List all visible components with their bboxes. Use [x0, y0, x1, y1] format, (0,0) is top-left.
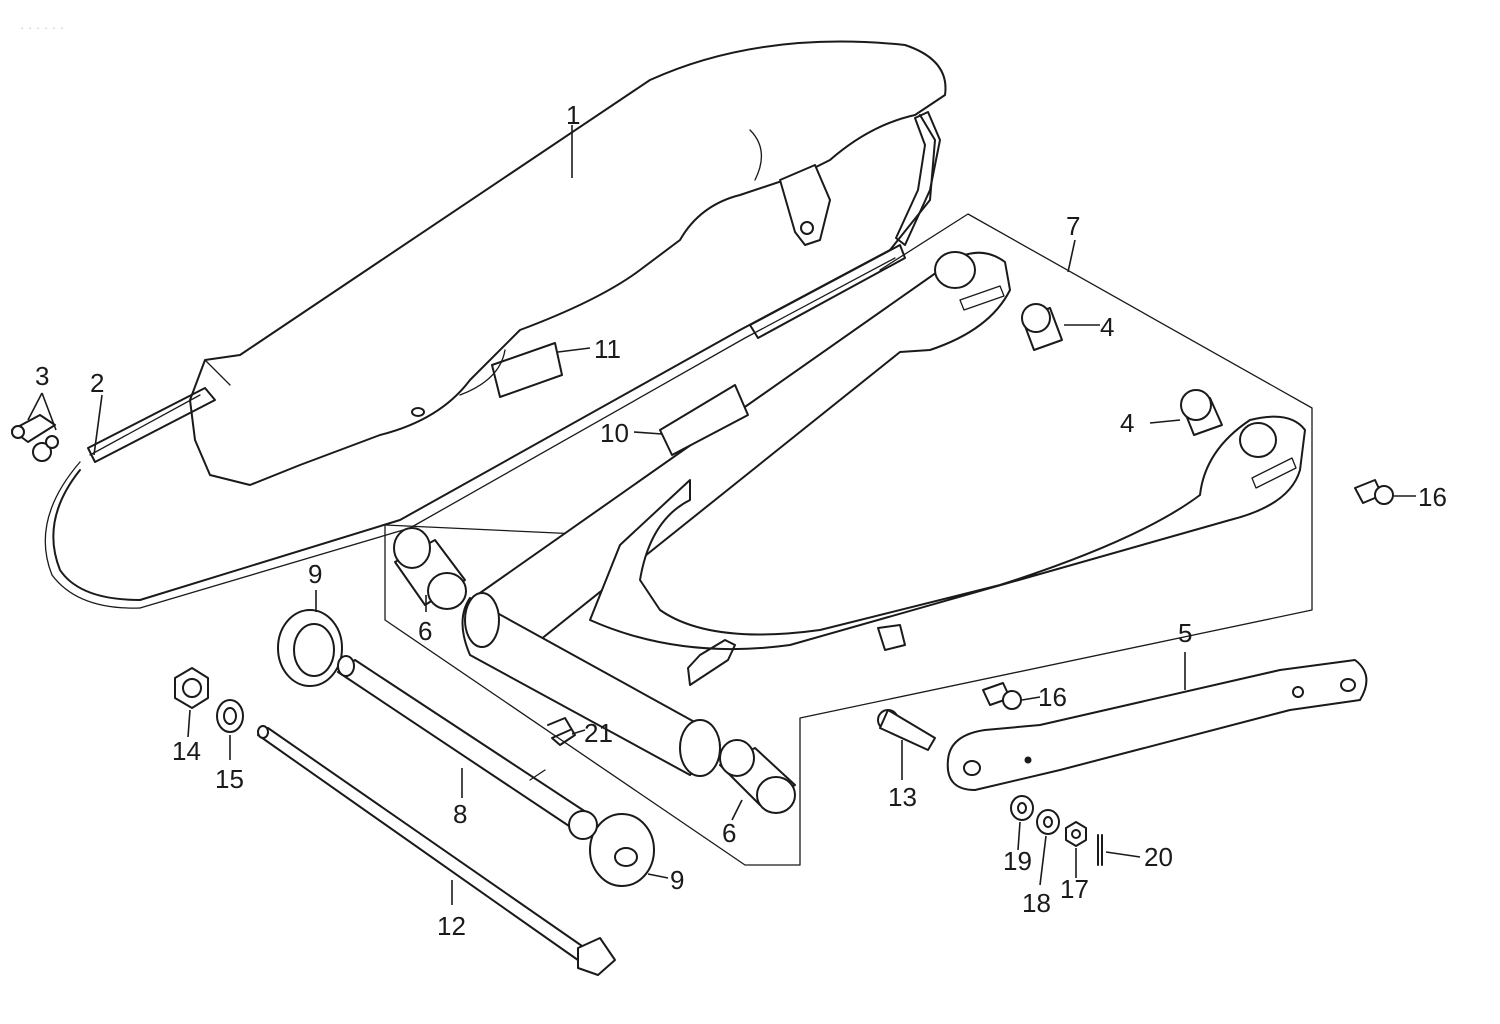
pivot-nut: [174, 667, 209, 709]
dust-seal-upper: [277, 609, 343, 687]
pivot-washer: [216, 699, 244, 733]
callout-15: 15: [215, 764, 244, 794]
callout-5: 5: [1178, 618, 1192, 648]
pivot-bushing-right: [719, 739, 796, 814]
callout-10: 10: [600, 418, 629, 448]
washer-18: [1036, 809, 1060, 835]
faint-header-text: · · · · · ·: [20, 20, 64, 35]
leader-lines: [27, 125, 1416, 905]
castle-nut-17: [1065, 821, 1087, 847]
callout-7: 7: [1066, 211, 1080, 241]
cotter-pin-20: [1097, 834, 1103, 866]
caution-sticker: [659, 384, 749, 456]
callout-1: 1: [566, 100, 580, 130]
callout-16-center: 16: [1038, 682, 1067, 712]
bushing-upper: [1021, 303, 1063, 351]
callout-12: 12: [437, 911, 466, 941]
callout-18: 18: [1022, 888, 1051, 918]
callout-labels: 1 2 3 4 4 5 6 6 7 8 9 9 10 11 12 13 14 1…: [35, 100, 1447, 941]
pivot-collar: [337, 655, 598, 840]
callout-2: 2: [90, 368, 104, 398]
callout-4-lower: 4: [1120, 408, 1134, 438]
callout-9-upper: 9: [308, 559, 322, 589]
master-link: [11, 414, 59, 462]
bolt-right: [1354, 479, 1394, 505]
callout-11: 11: [594, 334, 621, 364]
callout-13: 13: [888, 782, 917, 812]
callout-6-right: 6: [722, 818, 736, 848]
drive-chain: [44, 111, 941, 609]
callout-3: 3: [35, 361, 49, 391]
callout-14: 14: [172, 736, 201, 766]
callout-16-right: 16: [1418, 482, 1447, 512]
torque-link: [946, 659, 1368, 791]
chain-case: [189, 40, 947, 486]
pivot-bolt: [257, 725, 616, 976]
callout-8: 8: [453, 799, 467, 829]
dust-seal-lower: [589, 813, 655, 887]
callout-20: 20: [1144, 842, 1173, 872]
pivot-bushing-left: [393, 527, 467, 610]
callout-19: 19: [1003, 846, 1032, 876]
swingarm: [461, 251, 1306, 777]
callout-4-upper: 4: [1100, 312, 1114, 342]
callout-9-lower: 9: [670, 865, 684, 895]
chain-guide-clip: [547, 717, 576, 746]
callout-6-left: 6: [418, 616, 432, 646]
callout-21: 21: [584, 718, 613, 748]
callout-17: 17: [1060, 874, 1089, 904]
bolt-center: [982, 682, 1022, 710]
bushing-lower: [1180, 389, 1223, 436]
washer-19: [1010, 795, 1034, 821]
arm-bolt: [877, 709, 936, 751]
